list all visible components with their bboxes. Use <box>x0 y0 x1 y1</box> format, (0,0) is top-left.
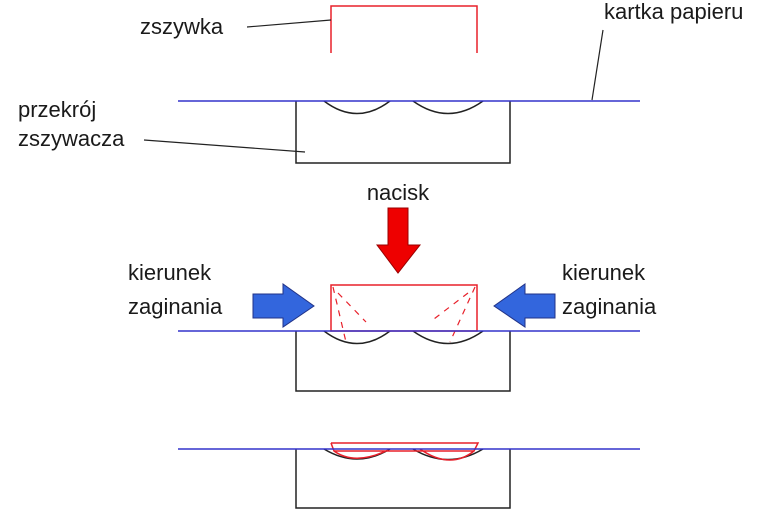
staple-closed <box>330 442 480 461</box>
pressure-arrow-icon <box>376 207 422 274</box>
stage-pressing: nacisk kierunek zaginania kierunek zagin… <box>128 180 657 392</box>
anvil-groove-right <box>412 100 484 115</box>
anvil-groove-left <box>323 330 391 345</box>
label-bend-left-1: kierunek <box>128 260 212 285</box>
stapler-anvil <box>295 331 511 392</box>
stapler-anvil <box>295 449 511 509</box>
label-bend-left-2: zaginania <box>128 294 223 319</box>
stage-after <box>178 442 640 509</box>
bend-arrow-right-icon <box>493 283 556 328</box>
label-stapler-1: przekrój <box>18 97 96 122</box>
label-pressure: nacisk <box>367 180 430 205</box>
anvil-groove-right <box>412 330 484 345</box>
leader-staple <box>246 19 332 28</box>
anvil-groove-left <box>323 100 391 115</box>
label-staple: zszywka <box>140 14 224 39</box>
label-paper: kartka papieru <box>604 0 743 24</box>
label-bend-right-2: zaginania <box>562 294 657 319</box>
staple-open <box>330 5 478 53</box>
label-bend-right-1: kierunek <box>562 260 646 285</box>
staple-bend-paths <box>332 286 476 343</box>
label-stapler-2: zszywacza <box>18 126 125 151</box>
leader-stapler <box>143 139 306 153</box>
stage-before: zszywka kartka papieru przekrój zszywacz… <box>18 0 743 164</box>
bend-arrow-left-icon <box>252 283 315 328</box>
staple-pressed <box>330 284 478 332</box>
stapler-anvil <box>295 101 511 164</box>
leader-paper <box>591 29 604 101</box>
